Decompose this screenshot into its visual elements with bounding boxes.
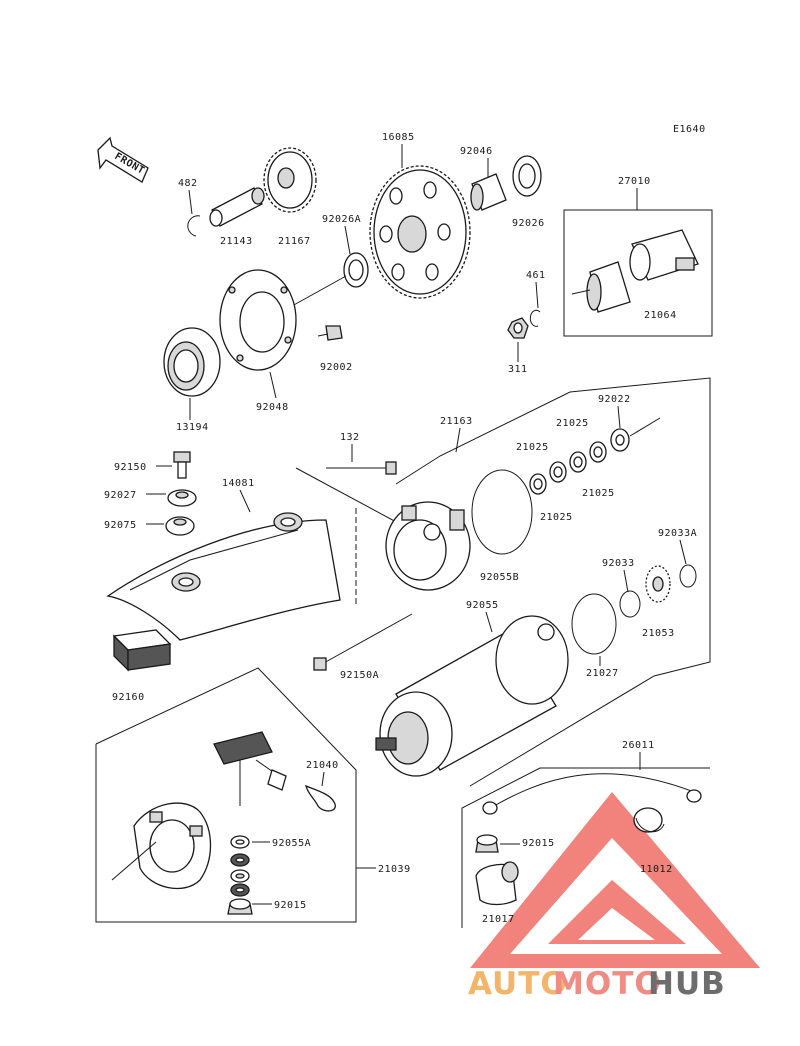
gear-21167	[263, 147, 317, 213]
part-number-label: 92033	[602, 558, 635, 569]
bearing-13194	[163, 327, 221, 397]
bearing-92046	[470, 173, 507, 211]
watermark-moto: MOTO	[553, 966, 662, 1002]
part-number-label: 21163	[440, 416, 473, 427]
bolt-132	[326, 461, 397, 475]
part-number-label: 92046	[460, 146, 493, 157]
part-number-label: 21040	[306, 760, 339, 771]
part-number-label: 461	[526, 270, 546, 281]
circlip-92033	[619, 590, 641, 618]
cover-14081	[106, 512, 341, 641]
part-number-label: 11012	[640, 864, 673, 875]
washer-92026	[512, 155, 542, 197]
circlip-92033A	[679, 564, 697, 588]
part-number-label: 92075	[104, 520, 137, 531]
grommet-92027	[167, 489, 197, 507]
part-number-label: 92002	[320, 362, 353, 373]
part-number-label: 92055	[466, 600, 499, 611]
part-number-label: 92022	[598, 394, 631, 405]
part-number-label: 92033A	[658, 528, 697, 539]
diagram-code: E1640	[673, 124, 706, 135]
block-92160	[112, 629, 172, 672]
brush-plate-21039	[111, 802, 212, 890]
part-number-label: 92027	[104, 490, 137, 501]
brush-assembly-box	[95, 667, 357, 923]
o-ring-21027	[571, 593, 617, 655]
watermark-logo	[470, 792, 760, 968]
part-number-label: 132	[340, 432, 360, 443]
part-number-label: 92150A	[340, 670, 379, 681]
bolt-92002	[317, 325, 343, 341]
part-number-label: 21167	[278, 236, 311, 247]
part-number-label: 21039	[378, 864, 411, 875]
shaft-21143	[209, 187, 265, 227]
part-number-label: 27010	[618, 176, 651, 187]
part-number-label: 21027	[586, 668, 619, 679]
boot-21017	[475, 861, 519, 906]
part-number-label: 92026A	[322, 214, 361, 225]
part-number-label: 92015	[522, 838, 555, 849]
part-number-label: 21053	[642, 628, 675, 639]
front-arrow-icon: FRONT	[97, 136, 149, 183]
bolt-92150A	[313, 613, 413, 671]
brush-holder-21064	[571, 229, 699, 313]
part-number-label: 92048	[256, 402, 289, 413]
part-number-label: 26011	[622, 740, 655, 751]
part-number-label: 311	[508, 364, 528, 375]
cover-92048	[219, 269, 297, 371]
part-number-label: 482	[178, 178, 198, 189]
bolt-92150	[173, 451, 191, 479]
part-number-label: 92026	[512, 218, 545, 229]
nut-311	[507, 317, 529, 339]
part-number-label: 21025	[540, 512, 573, 523]
o-ring-92055B	[471, 469, 533, 555]
part-number-label: 14081	[222, 478, 255, 489]
assembly-box-27010	[563, 209, 713, 337]
gear-16085	[369, 165, 471, 299]
part-number-label: 92015	[274, 900, 307, 911]
part-number-label: 92160	[112, 692, 145, 703]
watermark-auto: AUTO	[468, 966, 568, 1002]
motor-assembly-outline	[395, 377, 711, 787]
part-number-label: 92055B	[480, 572, 519, 583]
part-number-label: 92055A	[272, 838, 311, 849]
nut-92015	[475, 834, 499, 853]
cable-box-outline	[461, 767, 710, 928]
circlip-482	[187, 215, 201, 237]
end-cover-21163	[385, 501, 471, 591]
gear-21053	[645, 565, 671, 603]
part-number-label: 21064	[644, 310, 677, 321]
part-number-label: 21025	[582, 488, 615, 499]
grommet-92075	[165, 516, 195, 536]
cap-11012	[633, 807, 665, 833]
washer-92026A	[343, 252, 369, 288]
part-number-label: 21025	[516, 442, 549, 453]
watermark-hub: HUB	[648, 966, 726, 1002]
brush-21040	[213, 731, 336, 812]
starter-motor-92055	[375, 615, 569, 777]
cable-26011	[482, 773, 702, 815]
part-number-label: 13194	[176, 422, 209, 433]
washer-stack	[227, 835, 253, 915]
watermark-text: AUTO MOTO HUB	[468, 966, 726, 1002]
part-number-label: 92150	[114, 462, 147, 473]
part-number-label: 16085	[382, 132, 415, 143]
washer-461	[529, 309, 541, 327]
washer-21025	[529, 428, 630, 495]
part-number-label: 21025	[556, 418, 589, 429]
part-number-label: 21143	[220, 236, 253, 247]
part-number-label: 21017	[482, 914, 515, 925]
